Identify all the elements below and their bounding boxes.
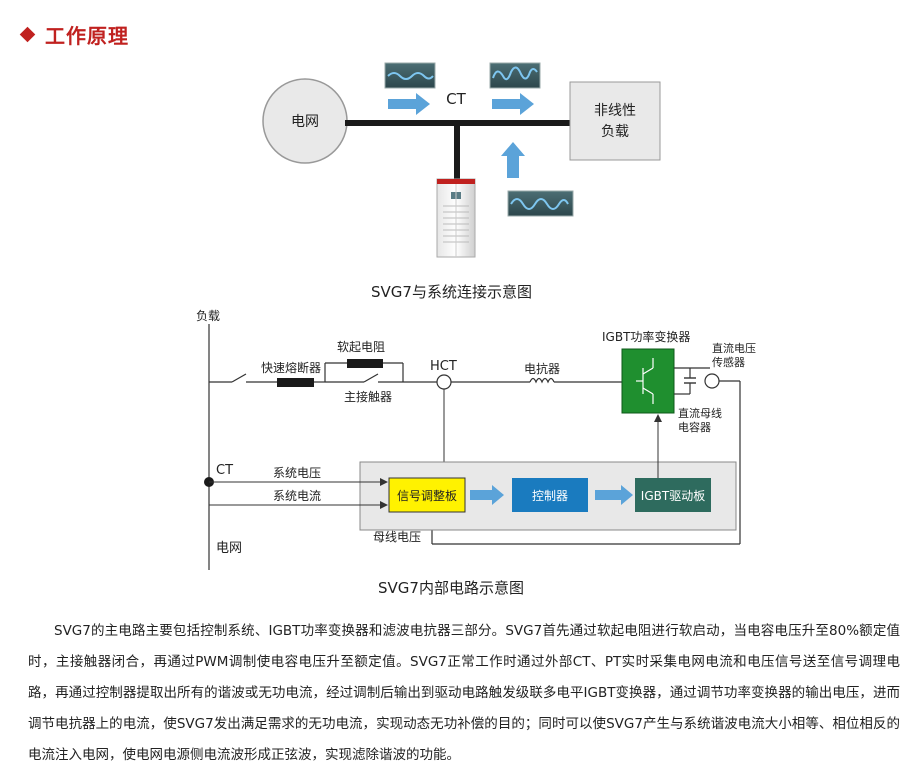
arrow-right-icon — [388, 93, 430, 115]
dc-capacitor-icon — [684, 377, 696, 384]
waveform-screen-load-side — [489, 62, 541, 89]
load-label-line1: 非线性 — [594, 103, 636, 119]
waveform-screen-grid-side — [384, 62, 436, 89]
dc-voltage-sensor-icon — [704, 373, 720, 389]
arrow-right-icon — [492, 93, 534, 115]
description-line: 使SVG7产生与系统谐波电流大小相等、相位相反的电流注入电网，使电网电源侧电流波… — [28, 716, 900, 763]
section-heading: 工作原理 — [19, 20, 129, 49]
signal-board-block — [388, 477, 466, 513]
arrow-up-icon — [501, 142, 525, 178]
hct-sensor-icon — [436, 374, 452, 390]
system-connection-diagram: 电网 非线性 负载 CT — [262, 62, 661, 258]
igbt-driver-block — [635, 478, 711, 512]
load-label-line2: 负载 — [601, 124, 629, 140]
reactor-label: 电抗器 — [524, 361, 560, 376]
description-line: 通过调节功率变换器的输出电压，进而调节电抗器上的电流，使SVG7发出满足需求的无… — [28, 685, 901, 732]
internal-circuit-diagram: 负载 快速熔断器 软起电阻 主接触器 HCT 电抗器 IGBT功率变换器 — [196, 309, 756, 570]
controller-label: 控制器 — [532, 489, 568, 503]
waveform-screen-compensation — [507, 190, 574, 217]
grid-label: 电网 — [291, 114, 319, 130]
dc-sensor-label-line1: 直流电压 — [712, 341, 756, 355]
grid-label-2: 电网 — [216, 541, 242, 556]
ct-label-2: CT — [216, 463, 233, 478]
dc-capacitor-label-line1: 直流母线 — [678, 406, 722, 420]
ct-label: CT — [446, 90, 466, 108]
description-line: 电压信号送至信号调理电路，再通过控制器提取出所有的谐波或无功电流，经过调制后输出… — [28, 654, 900, 701]
description-line: 至80%额定值时，主接触器闭合，再通过PWM调制使电容电压升至额定值。SVG7正… — [28, 623, 900, 670]
section-title: 工作原理 — [45, 24, 129, 48]
flow-arrow-icon — [595, 485, 633, 505]
diagram1-caption: SVG7与系统连接示意图 — [371, 283, 532, 301]
description-paragraph: SVG7的主电路主要包括控制系统、IGBT功率变换器和滤波电抗器三部分。SVG7… — [28, 616, 900, 771]
sys-current-label: 系统电流 — [273, 489, 321, 503]
diagram2-caption: SVG7内部电路示意图 — [378, 579, 524, 597]
igbt-transistor-icon — [636, 358, 654, 404]
contactor-label: 主接触器 — [344, 389, 392, 404]
sys-voltage-label: 系统电压 — [273, 466, 321, 480]
controller-block — [512, 478, 588, 512]
reactor-icon — [529, 377, 555, 384]
igbt-driver-label: IGBT驱动板 — [641, 489, 705, 503]
load-box — [569, 81, 661, 161]
contactor-switch-icon — [363, 373, 379, 383]
soft-resistor-icon — [347, 359, 383, 368]
flow-arrow-icon — [470, 485, 504, 505]
signal-board-label: 信号调整板 — [397, 488, 457, 503]
igbt-converter-label: IGBT功率变换器 — [602, 329, 690, 344]
switch-icon — [231, 373, 247, 383]
soft-resistor-label: 软起电阻 — [337, 340, 385, 354]
svg-cabinet-image — [436, 178, 476, 258]
description-line: SVG7的主电路主要包括控制系统、IGBT功率变换器和滤波电抗器三部分。SVG7… — [54, 623, 816, 639]
bus-voltage-label: 母线电压 — [373, 530, 421, 544]
igbt-converter-block — [621, 348, 675, 414]
dc-capacitor-label-line2: 电容器 — [678, 420, 711, 434]
fuse-icon — [277, 378, 314, 387]
dc-sensor-label-line2: 传感器 — [712, 356, 745, 369]
branch-line — [454, 123, 460, 183]
fuse-label: 快速熔断器 — [261, 360, 321, 375]
hct-label: HCT — [430, 359, 457, 374]
load-label: 负载 — [196, 309, 220, 323]
